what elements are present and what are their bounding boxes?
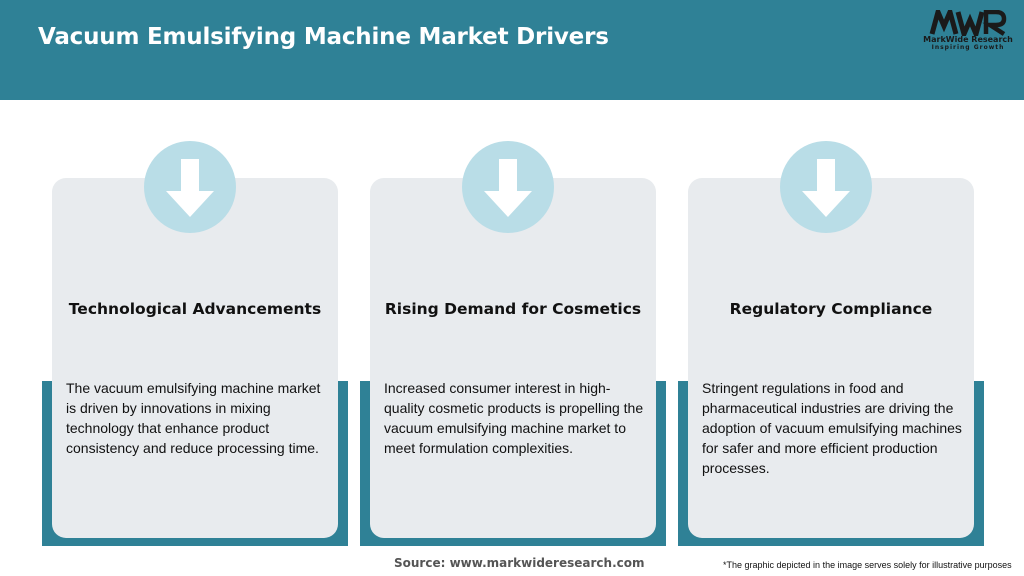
logo-name: MarkWide Research bbox=[923, 35, 1013, 44]
card-title: Regulatory Compliance bbox=[729, 300, 933, 318]
icon-circle bbox=[462, 141, 554, 233]
source-link[interactable]: Source: www.markwideresearch.com bbox=[394, 556, 645, 570]
card-description: Increased consumer interest in high-qual… bbox=[384, 380, 644, 456]
card-description: Stringent regulations in food and pharma… bbox=[702, 380, 962, 476]
logo-tagline: Inspiring Growth bbox=[931, 44, 1005, 51]
icon-circle bbox=[780, 141, 872, 233]
card-body: Technological Advancements The vacuum em… bbox=[52, 178, 338, 538]
card-body: Regulatory Compliance Stringent regulati… bbox=[688, 178, 974, 538]
brand-logo: MarkWide Research Inspiring Growth bbox=[920, 10, 1016, 58]
card-title: Rising Demand for Cosmetics bbox=[384, 300, 642, 318]
card-description: The vacuum emulsifying machine market is… bbox=[66, 380, 321, 456]
header-banner: Vacuum Emulsifying Machine Market Driver… bbox=[0, 0, 1024, 100]
arrow-down-icon bbox=[166, 159, 214, 217]
page-title: Vacuum Emulsifying Machine Market Driver… bbox=[38, 24, 609, 50]
card-body: Rising Demand for Cosmetics Increased co… bbox=[370, 178, 656, 538]
arrow-down-icon bbox=[484, 159, 532, 217]
logo-mark-icon bbox=[929, 10, 1007, 36]
icon-circle bbox=[144, 141, 236, 233]
card-title: Technological Advancements bbox=[68, 300, 322, 318]
driver-card: Rising Demand for Cosmetics Increased co… bbox=[360, 130, 676, 550]
arrow-down-icon bbox=[802, 159, 850, 217]
driver-card: Technological Advancements The vacuum em… bbox=[42, 130, 358, 550]
driver-card: Regulatory Compliance Stringent regulati… bbox=[678, 130, 994, 550]
disclaimer-note: *The graphic depicted in the image serve… bbox=[723, 560, 1012, 570]
